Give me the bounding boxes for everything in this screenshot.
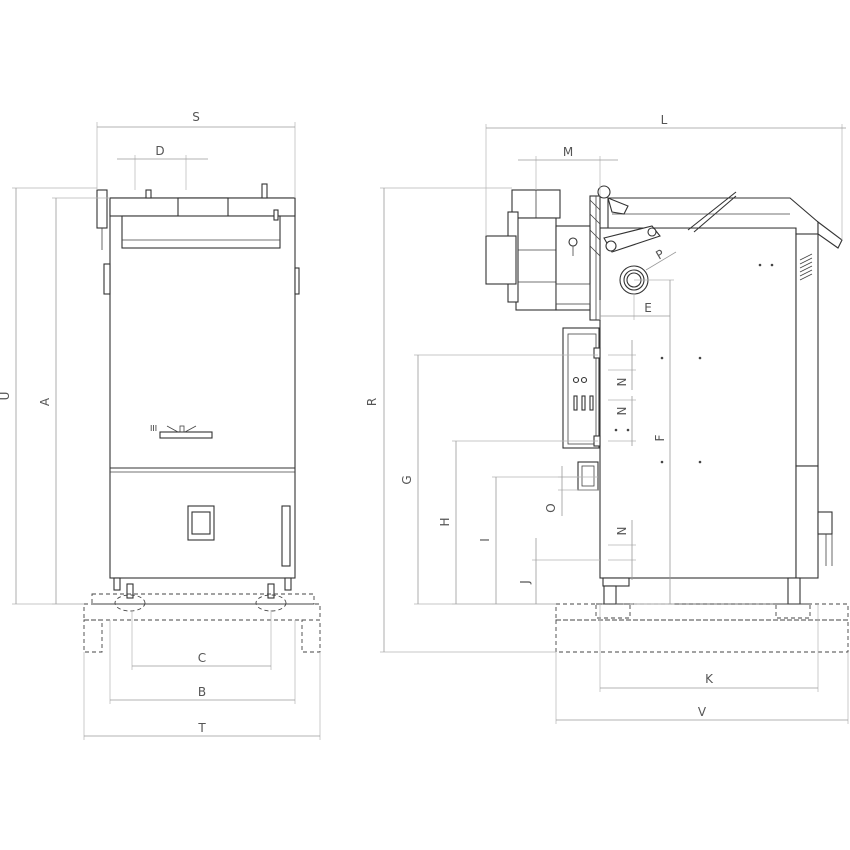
dim-label-O: O [544, 503, 558, 512]
dim-label-E: E [644, 301, 652, 315]
dim-label-H: H [438, 517, 452, 526]
dim-label-L: L [661, 113, 668, 127]
dim-label-B: B [198, 685, 206, 699]
dim-label-F: F [653, 434, 667, 441]
rear-vent-slots [799, 253, 813, 281]
front-top-flap [177, 197, 229, 219]
dim-label-S: S [192, 110, 200, 124]
dim-label-V: V [698, 705, 707, 719]
dim-label-N-upper: N [615, 378, 629, 387]
front-view: III [83, 183, 321, 653]
side-view [485, 185, 849, 653]
dim-label-M: M [563, 145, 573, 159]
dim-label-K: K [705, 672, 714, 686]
dim-label-A: A [38, 397, 52, 406]
dim-label-N-middle: N [615, 407, 629, 416]
side-control-panel [562, 327, 601, 449]
dim-label-G: G [400, 475, 414, 484]
dim-label-J: J [518, 580, 532, 585]
front-upper-door-frame [121, 215, 281, 249]
burner-unit [485, 189, 591, 311]
dim-label-T: T [197, 721, 206, 735]
body-dots [614, 263, 774, 464]
side-view-dimensions: L M P E R F G H I [365, 113, 849, 724]
front-door-column [589, 195, 601, 321]
front-view-dimensions: S D U A C B T [0, 110, 321, 740]
left-handle [96, 189, 108, 229]
dim-label-N-lower: N [615, 527, 629, 536]
dim-label-C: C [198, 651, 206, 665]
dim-label-U: U [0, 392, 12, 401]
control-panel: III [150, 424, 213, 439]
dim-label-R: R [365, 398, 379, 406]
burner-mesh [485, 235, 517, 285]
rear-outlet [817, 511, 833, 535]
panel-label: III [150, 424, 157, 433]
dim-label-I: I [478, 538, 492, 542]
dim-label-D: D [155, 144, 164, 158]
